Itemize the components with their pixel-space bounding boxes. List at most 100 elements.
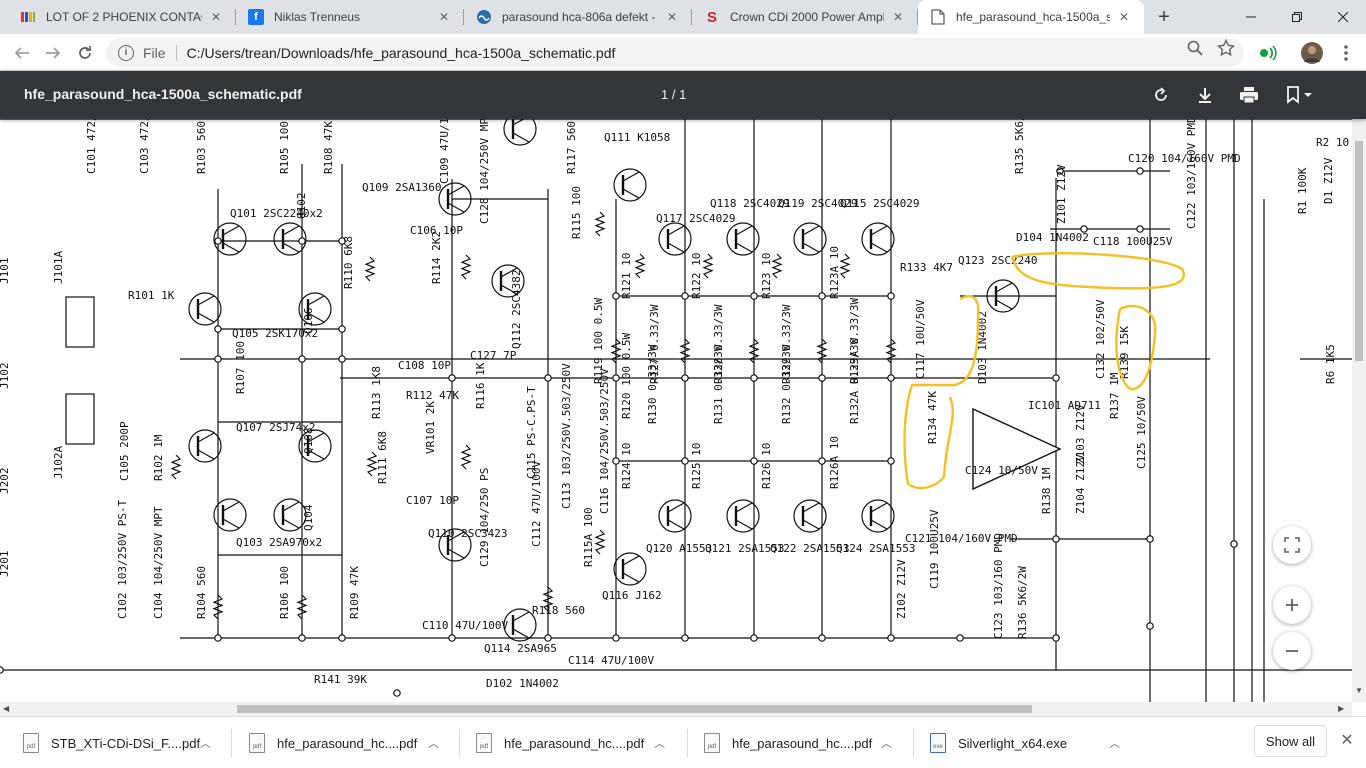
print-icon[interactable] xyxy=(1237,83,1261,107)
part-label: Z101 Z12V xyxy=(1055,164,1068,224)
part-label: Q108 xyxy=(302,428,315,455)
pdf-file-icon: pdf xyxy=(704,733,720,753)
scroll-right-icon: ▶ xyxy=(1338,704,1345,713)
part-label: R129A 0.33/3W xyxy=(848,298,861,384)
download-icon[interactable] xyxy=(1193,83,1217,107)
part-label: R123A 10 xyxy=(828,246,841,299)
close-icon[interactable]: ✕ xyxy=(1118,10,1130,24)
url-text[interactable]: C:/Users/trean/Downloads/hfe_parasound_h… xyxy=(186,44,616,61)
pdf-doc-icon xyxy=(930,9,946,25)
part-label: R106 100 xyxy=(278,566,291,619)
forward-button[interactable] xyxy=(40,40,66,66)
reload-button[interactable] xyxy=(72,40,98,66)
schematic-drawing: C101 472/250V MPP-TC103 472/250V MPP-TR1… xyxy=(0,119,1352,702)
part-label: Z103 Z12V xyxy=(1074,404,1087,464)
horizontal-scrollbar[interactable]: ◀ ▶ xyxy=(0,702,1352,716)
highlight-annotation xyxy=(1115,304,1157,391)
part-label: R137 1M xyxy=(1108,372,1121,419)
chevron-up-icon[interactable]: ︿ xyxy=(200,738,211,750)
zoom-out-button[interactable] xyxy=(1273,632,1311,670)
chevron-up-icon[interactable]: ︿ xyxy=(1109,738,1120,750)
part-label: Q114 2SA965 xyxy=(484,642,557,655)
pdf-page-viewport[interactable]: C101 472/250V MPP-TC103 472/250V MPP-TR1… xyxy=(0,119,1352,702)
part-label: R105 100 xyxy=(278,121,291,174)
part-label: R123 10 xyxy=(760,253,773,299)
part-label: R133 4K7 xyxy=(900,261,953,274)
tab-crown[interactable]: S Crown CDi 2000 Power Amplifi ✕ xyxy=(692,0,918,34)
part-label: D104 1N4002 xyxy=(1016,231,1089,244)
info-icon[interactable]: i xyxy=(118,44,134,61)
part-label: R101 1K xyxy=(128,289,175,302)
part-label: R126 10 xyxy=(760,443,773,489)
new-tab-button[interactable]: + xyxy=(1158,5,1170,28)
part-label: R121 10 xyxy=(620,253,633,299)
part-label: R6 1K5 xyxy=(1324,344,1337,384)
tab-pdf-active[interactable]: hfe_parasound_hca-1500a_sch ✕ xyxy=(918,0,1144,34)
part-label: R2 10 xyxy=(1316,136,1349,149)
chevron-up-icon[interactable]: ︿ xyxy=(428,738,439,750)
download-item[interactable]: pdf hfe_parasound_hc....pdf ︿ xyxy=(688,717,914,768)
show-all-button[interactable]: Show all xyxy=(1254,725,1327,757)
facebook-icon: f xyxy=(248,9,264,25)
part-label: C113 103/250V.503/250V xyxy=(560,363,573,509)
part-label: J102 xyxy=(0,363,11,390)
menu-kebab-icon[interactable] xyxy=(1336,43,1356,63)
rotate-icon[interactable] xyxy=(1149,83,1173,107)
page-indicator[interactable]: 1 / 1 xyxy=(661,87,687,102)
highlight-annotation xyxy=(903,295,980,490)
close-icon[interactable]: ✕ xyxy=(210,10,222,24)
part-label: R138 1M xyxy=(1040,467,1053,514)
part-label: Z104 Z12V xyxy=(1074,454,1087,514)
download-item[interactable]: pdf hfe_parasound_hc....pdf ︿ xyxy=(460,717,688,768)
part-label: Q109 2SA1360 xyxy=(362,181,441,194)
fit-to-page-button[interactable] xyxy=(1273,526,1311,564)
part-label: C102 103/250V PS-T xyxy=(116,499,129,619)
part-label: C120 104/160V PMD xyxy=(1128,152,1241,165)
address-bar[interactable]: i File C:/Users/trean/Downloads/hfe_para… xyxy=(106,38,1244,67)
minimize-button[interactable] xyxy=(1228,0,1274,34)
zoom-search-icon[interactable] xyxy=(1186,39,1204,57)
fit-icon xyxy=(1284,537,1300,553)
bookmark-star-icon[interactable] xyxy=(1217,39,1235,57)
extension-icon[interactable] xyxy=(1257,43,1277,63)
part-label: Q111 K1058 xyxy=(604,131,670,144)
part-label: R104 560 xyxy=(195,566,208,619)
part-label: J201 xyxy=(0,551,11,578)
close-icon[interactable]: ✕ xyxy=(666,10,678,24)
chevron-up-icon[interactable]: ︿ xyxy=(654,738,665,750)
download-item[interactable]: pdf hfe_parasound_hc....pdf ︿ xyxy=(232,717,460,768)
part-label: R102 1M xyxy=(152,434,165,481)
download-item[interactable]: exe Silverlight_x64.exe ︿ xyxy=(914,717,1140,768)
vertical-scroll-thumb[interactable] xyxy=(1355,141,1363,361)
download-item[interactable]: pdf STB_XTi-CDi-DSi_F....pdf ︿ xyxy=(0,717,232,768)
restore-button[interactable] xyxy=(1274,0,1320,34)
close-shelf-icon[interactable]: ✕ xyxy=(1340,732,1354,749)
close-window-button[interactable] xyxy=(1320,0,1366,34)
vertical-scrollbar[interactable]: ▲ ▼ xyxy=(1352,71,1366,702)
horizontal-scroll-thumb[interactable] xyxy=(237,705,1032,713)
part-label: R115 100 xyxy=(570,186,583,239)
part-label: C121 104/160V PMD xyxy=(905,532,1018,545)
part-label: C103 472/250V MPP-T xyxy=(138,119,151,174)
part-label: Q116 J162 xyxy=(602,589,662,602)
close-icon[interactable]: ✕ xyxy=(892,10,904,24)
part-label: Q121 2SA1553 xyxy=(705,542,784,555)
tab-facebook[interactable]: f Niklas Trenneus ✕ xyxy=(236,0,464,34)
part-label: R134 47K xyxy=(926,391,939,444)
close-icon[interactable]: ✕ xyxy=(438,10,450,24)
back-button[interactable] xyxy=(9,40,35,66)
chevron-up-icon[interactable]: ︿ xyxy=(881,738,892,750)
part-label: C123 103/160 PMD xyxy=(992,533,1005,639)
bookmarks-icon[interactable] xyxy=(1283,83,1317,107)
tab-title: Crown CDi 2000 Power Amplifi xyxy=(730,10,884,24)
part-label: Q124 2SA1553 xyxy=(836,542,915,555)
part-label: IC101 AD711 xyxy=(1028,399,1101,412)
zoom-in-button[interactable] xyxy=(1273,586,1311,624)
part-label: D102 1N4002 xyxy=(486,677,559,690)
tab-forum[interactable]: parasound hca-806a defekt - c ✕ xyxy=(464,0,692,34)
arrow-left-icon xyxy=(14,47,29,59)
part-label: Q101 2SC2240x2 xyxy=(230,207,323,220)
tab-ebay[interactable]: LOT OF 2 PHOENIX CONTACT S ✕ xyxy=(8,0,236,34)
pdf-file-icon: pdf xyxy=(476,733,492,753)
avatar[interactable] xyxy=(1301,42,1323,64)
